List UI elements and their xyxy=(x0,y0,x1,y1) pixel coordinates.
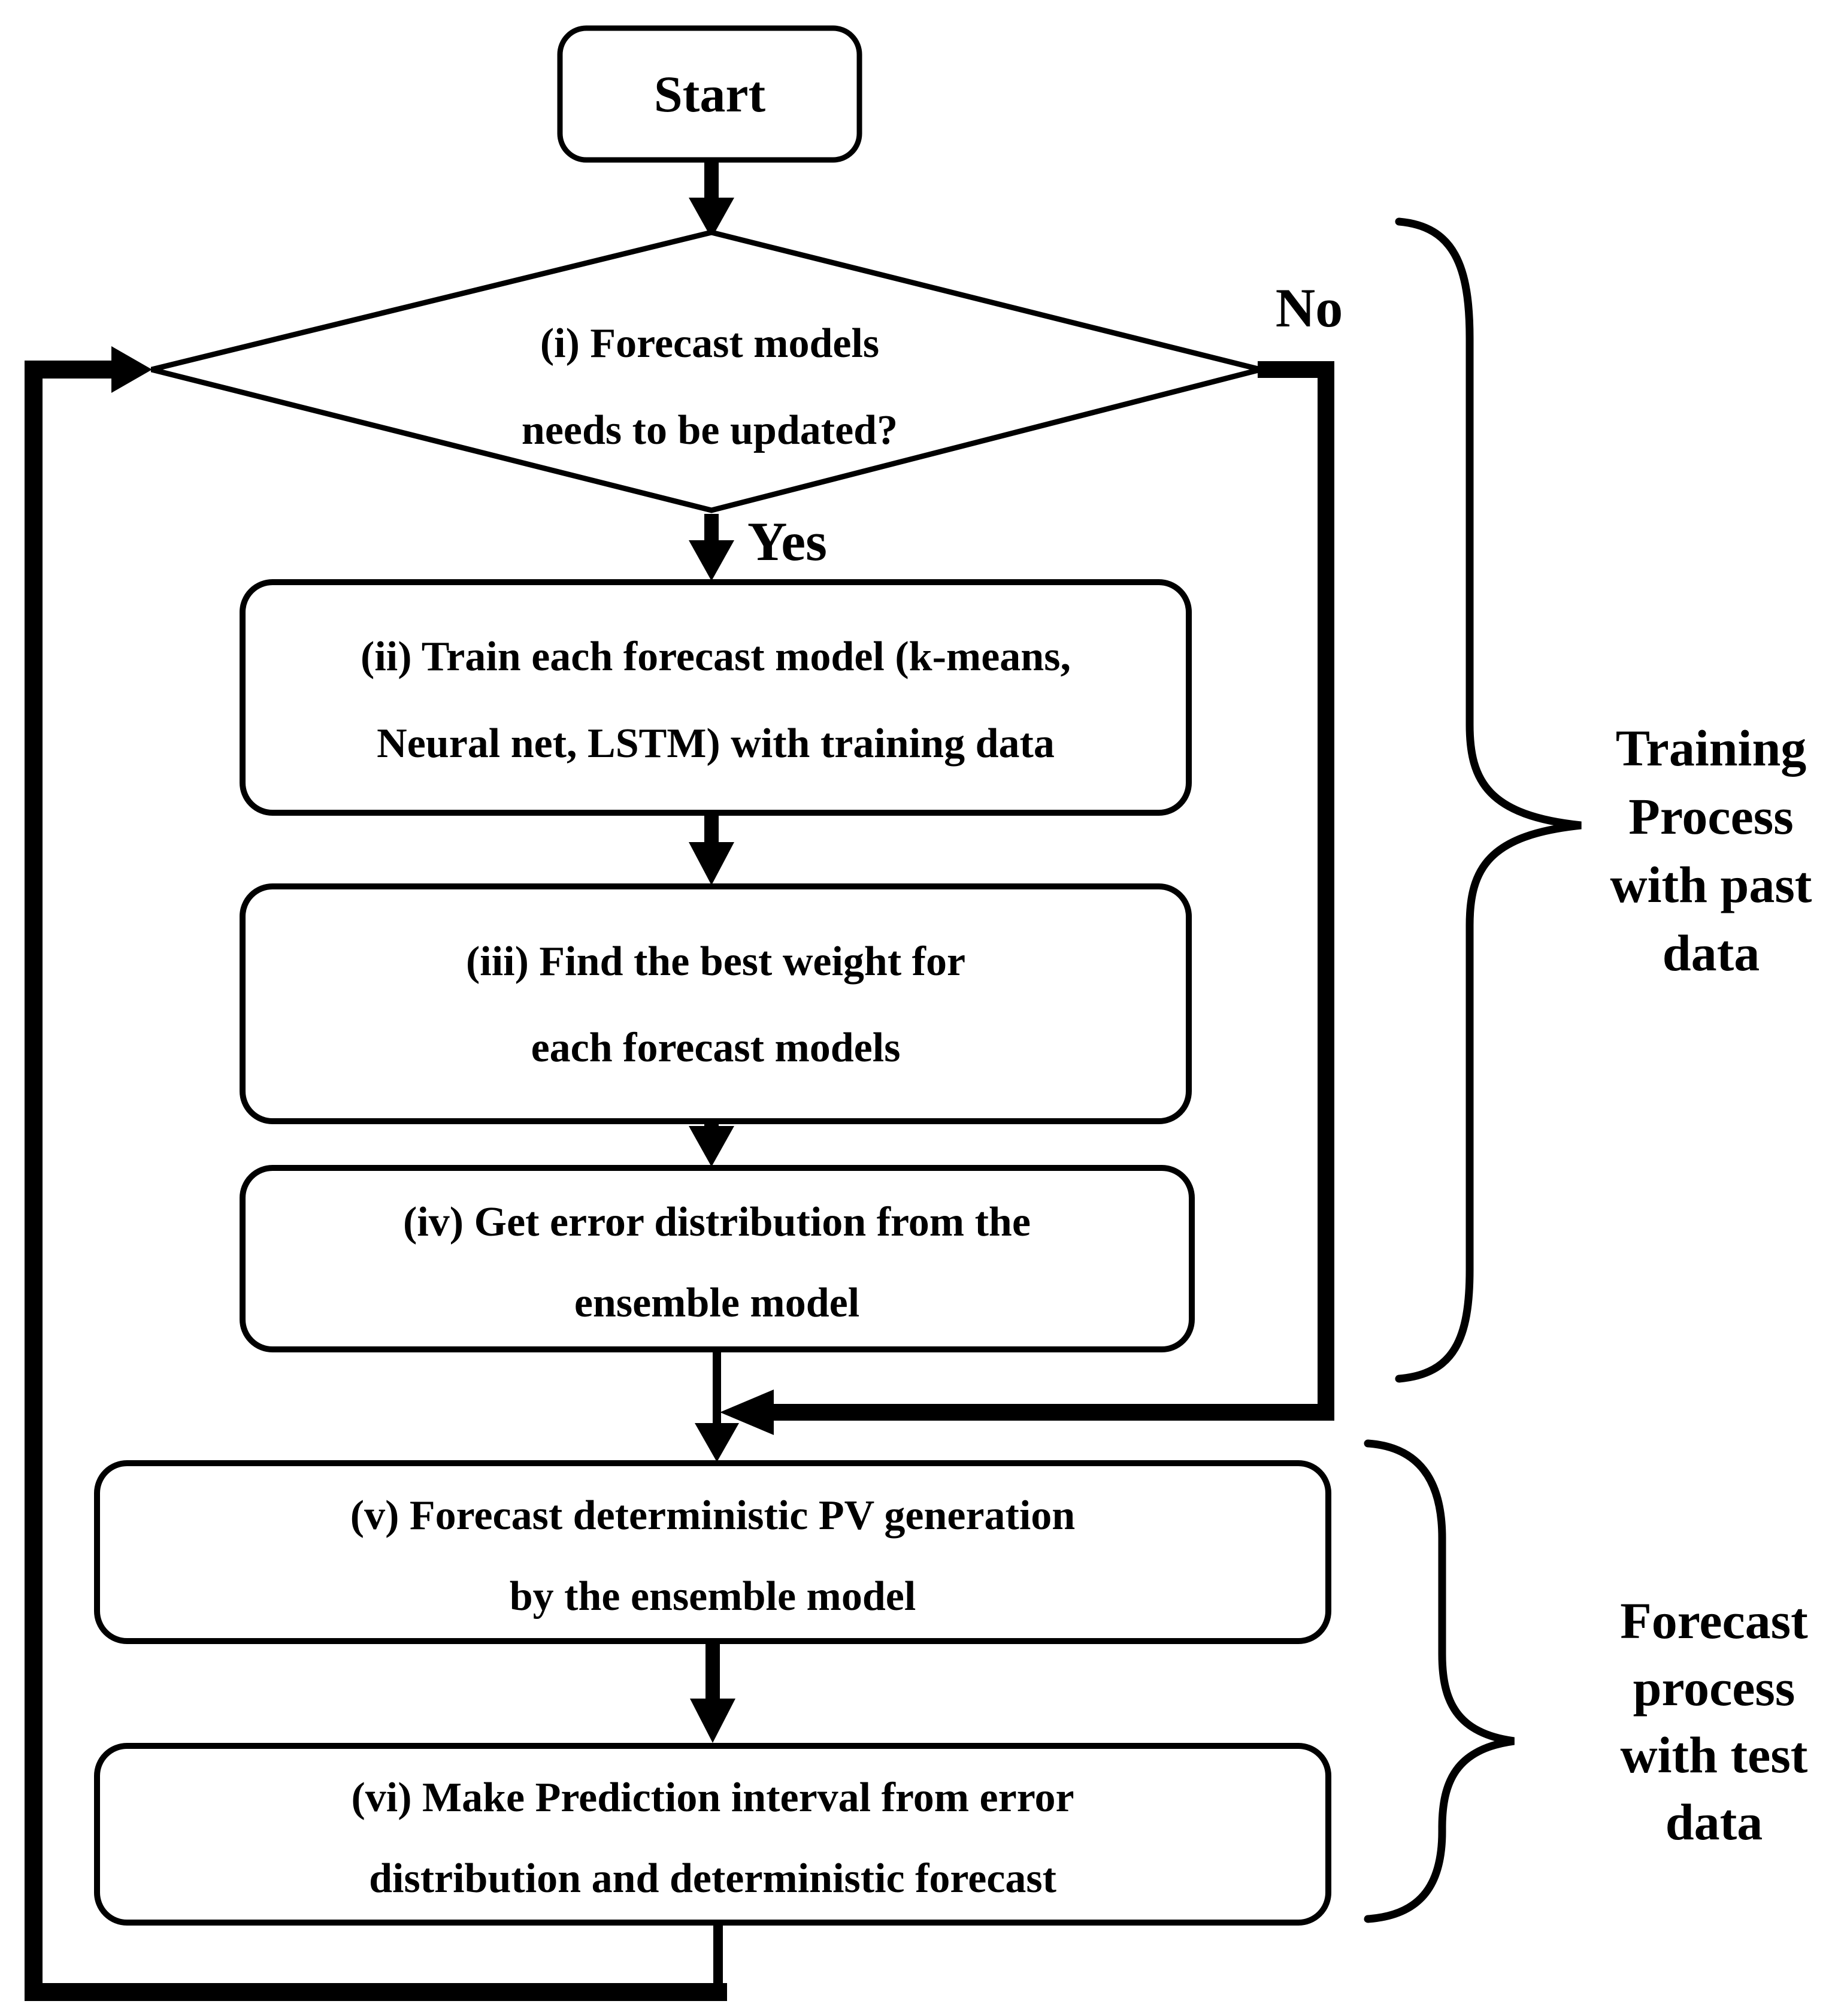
arrow-head-icon xyxy=(695,1423,739,1462)
node-train: (ii) Train each forecast model (k-means,… xyxy=(240,579,1192,816)
node-interval: (vi) Make Prediction interval from error… xyxy=(94,1743,1331,1926)
node-decision: (i) Forecast models needs to be updated? xyxy=(150,229,1262,513)
node-weight: (iii) Find the best weight for each fore… xyxy=(240,883,1192,1124)
decision-line-2: needs to be updated? xyxy=(522,407,898,453)
interval-box xyxy=(94,1743,1331,1926)
annotation-training: Training Process with past data xyxy=(1395,217,1812,1383)
edge-weight-to-error xyxy=(689,1121,734,1167)
forecast-line-2: by the ensemble model xyxy=(510,1573,916,1620)
node-start: Start xyxy=(557,25,862,163)
forecast-line-1: (v) Forecast deterministic PV generation xyxy=(350,1493,1075,1539)
weight-line-2: each forecast models xyxy=(531,1025,901,1071)
yes-label: Yes xyxy=(747,511,827,572)
arrow-head-icon xyxy=(689,540,734,581)
node-forecast: (v) Forecast deterministic PV generation… xyxy=(94,1460,1331,1644)
no-label: No xyxy=(1276,277,1343,338)
training-label-line-3: with past xyxy=(1610,856,1812,913)
decision-diamond xyxy=(150,229,1262,513)
forecast-label-line-4: data xyxy=(1666,1793,1763,1851)
error-line-2: ensemble model xyxy=(574,1280,859,1326)
forecast-brace-icon xyxy=(1364,1439,1515,1923)
forecast-label-line-3: with test xyxy=(1621,1726,1808,1784)
training-label-line-1: Training xyxy=(1616,719,1807,777)
training-label-line-4: data xyxy=(1663,924,1760,982)
forecast-label-line-2: process xyxy=(1633,1659,1795,1717)
train-line-1: (ii) Train each forecast model (k-means, xyxy=(361,634,1071,680)
training-label-line-2: Process xyxy=(1628,788,1793,845)
edge-error-to-forecast xyxy=(695,1349,739,1462)
annotation-forecast: Forecast process with test data xyxy=(1364,1439,1808,1923)
train-box xyxy=(240,579,1192,816)
no-arrowhead-icon xyxy=(720,1390,774,1435)
edge-train-to-weight xyxy=(689,813,734,885)
interval-line-2: distribution and deterministic forecast xyxy=(369,1855,1056,1902)
edge-forecast-to-interval xyxy=(690,1641,735,1743)
interval-line-1: (vi) Make Prediction interval from error xyxy=(351,1775,1074,1821)
training-brace-icon xyxy=(1395,217,1582,1383)
error-box xyxy=(240,1165,1195,1352)
arrow-head-icon xyxy=(689,1126,734,1167)
error-line-1: (iv) Get error distribution from the xyxy=(403,1199,1031,1245)
train-line-2: Neural net, LSTM) with training data xyxy=(377,721,1055,767)
edge-start-to-decision xyxy=(689,157,734,238)
arrow-head-icon xyxy=(689,198,734,238)
edge-feedback-loop xyxy=(25,346,727,2001)
start-label: Start xyxy=(654,65,766,123)
arrow-head-icon xyxy=(689,842,734,885)
start-box xyxy=(557,25,862,163)
arrow-head-icon xyxy=(690,1699,735,1743)
node-error: (iv) Get error distribution from the ens… xyxy=(240,1165,1195,1352)
forecast-label-line-1: Forecast xyxy=(1620,1592,1808,1649)
decision-line-1: (i) Forecast models xyxy=(540,320,879,367)
forecast-box xyxy=(94,1460,1331,1644)
edge-no-path: No xyxy=(720,277,1343,1435)
edge-decision-to-train: Yes xyxy=(689,511,827,581)
weight-box xyxy=(240,883,1192,1124)
feedback-arrowhead-icon xyxy=(111,346,152,393)
weight-line-1: (iii) Find the best weight for xyxy=(466,939,965,985)
